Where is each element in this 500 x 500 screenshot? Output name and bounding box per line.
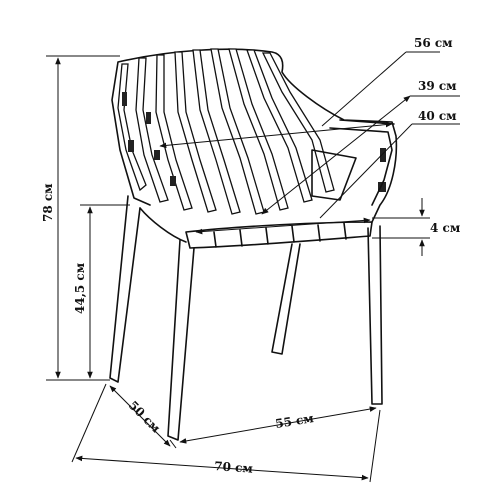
label-height-seat: 44,5 см	[73, 262, 87, 314]
leg-front-right	[367, 225, 383, 405]
leg-back-left	[109, 195, 141, 383]
width-total-extension-left	[71, 383, 107, 463]
label-width-top: 56 см	[414, 36, 453, 50]
dimension-lines	[46, 51, 460, 483]
label-height-total: 78 см	[41, 183, 55, 222]
label-depth-seat: 39 см	[418, 79, 457, 93]
label-depth-total: 50 см	[126, 398, 164, 436]
label-width-base: 55 см	[274, 411, 315, 431]
backrest-slats	[117, 48, 335, 215]
label-width-seat: 40 см	[418, 109, 457, 123]
width-seat-pointer	[319, 123, 413, 219]
width-total-extension-right	[369, 409, 381, 483]
width-total-dimension	[75, 455, 369, 481]
leg-back-right	[271, 243, 301, 355]
width-base-dimension	[179, 406, 377, 444]
label-seat-thickness: 4 см	[430, 221, 461, 235]
depth-total-extension	[169, 439, 177, 449]
width-top-pointer	[321, 51, 407, 127]
depth-seat-dimension	[261, 95, 411, 215]
seat-underside	[139, 207, 187, 243]
chair-drawing	[109, 48, 398, 441]
leg-front-left	[167, 239, 195, 441]
depth-total-dimension	[109, 385, 171, 447]
width-seat-dimension	[195, 217, 371, 235]
label-width-total: 70 см	[214, 459, 254, 476]
width-top-dimension	[159, 121, 393, 149]
